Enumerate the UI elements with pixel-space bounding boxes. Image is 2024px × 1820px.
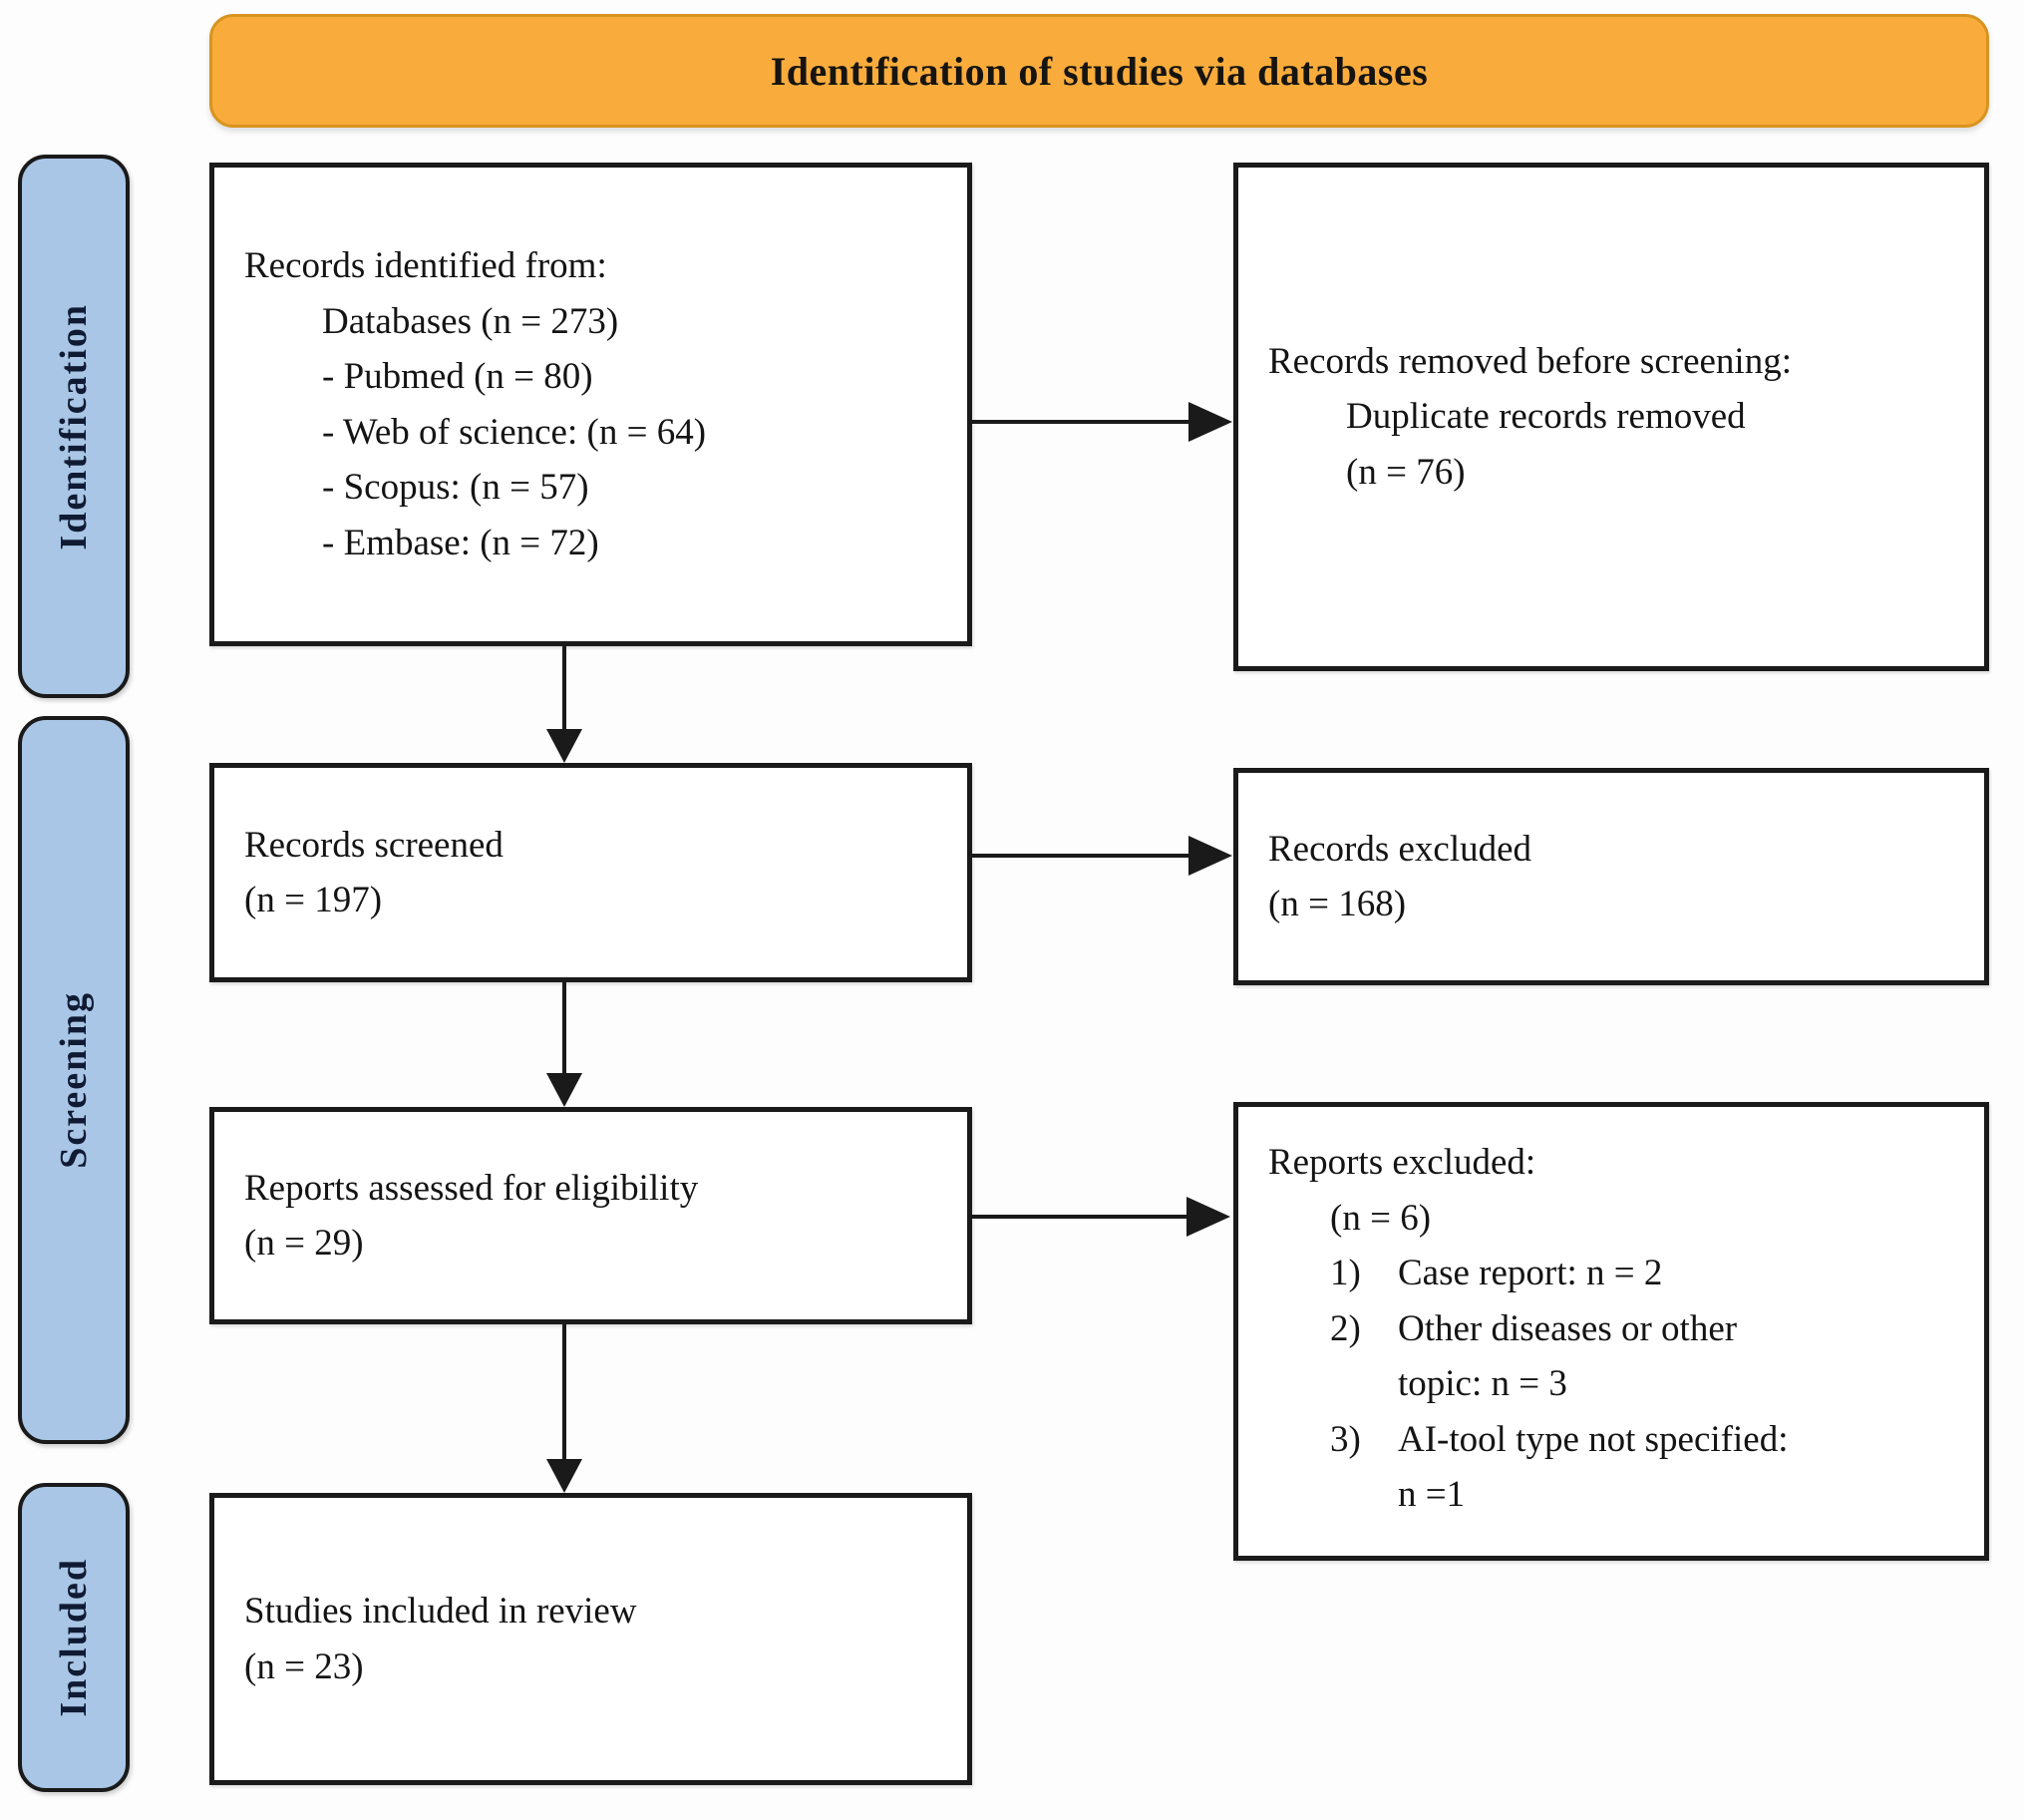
stage-label-identification: Identification (18, 155, 130, 698)
records-identified-line: - Web of science: (n = 64) (322, 411, 707, 453)
stage-label-screening-text: Screening (53, 991, 95, 1169)
box-reports-excluded: Reports excluded: (n = 6) 1) Case report… (1233, 1102, 1989, 1561)
item-marker: 3) (1330, 1418, 1361, 1460)
studies-included-line: (n = 23) (244, 1645, 364, 1687)
reports-excluded-count: (n = 6) (1330, 1197, 1432, 1239)
arrow-head-right-icon (1188, 836, 1232, 876)
records-removed-title: Records removed before screening: (1268, 340, 1792, 382)
box-studies-included: Studies included in review (n = 23) (209, 1493, 972, 1785)
records-identified-line: - Pubmed (n = 80) (322, 356, 593, 397)
arrow-line (562, 646, 566, 732)
records-identified-line: Databases (n = 273) (322, 300, 619, 342)
reports-excluded-item: 1) Case report: n = 2 (1238, 1246, 1984, 1301)
stage-label-included: Included (18, 1483, 130, 1792)
item-marker: 2) (1330, 1307, 1361, 1349)
reports-assessed-line: Reports assessed for eligibility (244, 1167, 699, 1209)
records-screened-line: Records screened (244, 824, 504, 866)
studies-included-line: Studies included in review (244, 1591, 637, 1632)
arrow-head-right-icon (1186, 1197, 1230, 1237)
records-excluded-line: Records excluded (1268, 828, 1532, 870)
records-identified-title: Records identified from: (244, 245, 607, 286)
banner: Identification of studies via databases (209, 14, 1989, 128)
box-reports-assessed: Reports assessed for eligibility (n = 29… (209, 1107, 972, 1324)
stage-label-screening: Screening (18, 716, 130, 1444)
banner-title: Identification of studies via databases (770, 48, 1429, 94)
arrow-line (562, 1324, 566, 1462)
box-records-excluded: Records excluded (n = 168) (1233, 768, 1989, 985)
records-removed-line: (n = 76) (1346, 451, 1466, 493)
arrow-line (972, 420, 1192, 424)
records-removed-line: Duplicate records removed (1346, 396, 1746, 438)
item-text: Case report: n = 2 (1398, 1253, 1663, 1293)
reports-assessed-line: (n = 29) (244, 1223, 364, 1264)
stage-label-included-text: Included (53, 1558, 95, 1717)
item-marker: 1) (1330, 1253, 1361, 1293)
arrow-line (972, 1215, 1190, 1219)
box-records-identified: Records identified from: Databases (n = … (209, 163, 972, 646)
arrow-line (972, 854, 1192, 858)
reports-excluded-item: 2) Other diseases or other topic: n = 3 (1238, 1301, 1984, 1412)
item-text: Other diseases or other (1398, 1307, 1738, 1349)
records-identified-line: - Embase: (n = 72) (322, 522, 599, 563)
records-identified-line: - Scopus: (n = 57) (322, 467, 589, 508)
item-text: n =1 (1398, 1474, 1466, 1515)
item-text: AI-tool type not specified: (1398, 1418, 1789, 1460)
reports-excluded-title: Reports excluded: (1268, 1142, 1536, 1183)
reports-excluded-item: 3) AI-tool type not specified: n =1 (1238, 1412, 1984, 1523)
arrow-head-down-icon (546, 1459, 582, 1493)
box-records-removed: Records removed before screening: Duplic… (1233, 163, 1989, 671)
stage-label-identification-text: Identification (53, 302, 95, 550)
records-excluded-line: (n = 168) (1268, 884, 1407, 924)
box-records-screened: Records screened (n = 197) (209, 763, 972, 982)
records-screened-line: (n = 197) (244, 880, 383, 920)
arrow-head-down-icon (546, 1073, 582, 1107)
arrow-head-down-icon (546, 729, 582, 763)
arrow-line (562, 982, 566, 1076)
arrow-head-right-icon (1188, 402, 1232, 442)
item-text: topic: n = 3 (1398, 1363, 1567, 1404)
